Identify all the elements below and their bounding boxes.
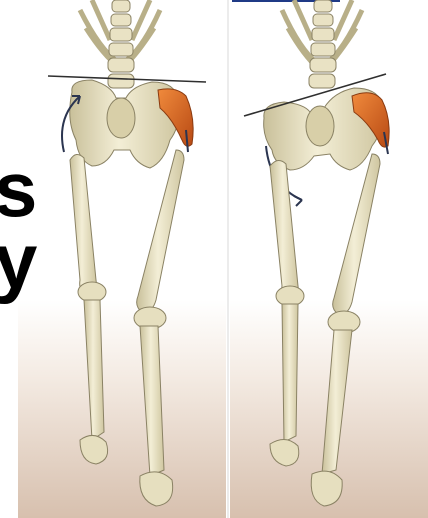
cropped-text-line-2: y [0, 222, 37, 300]
left-femur-l [137, 150, 184, 312]
right-tibia-r [282, 304, 298, 442]
left-knee-r [78, 282, 106, 302]
right-femur-l [333, 154, 380, 314]
left-panel-floor [18, 300, 226, 518]
right-spine [309, 0, 336, 88]
right-femur-r [270, 160, 298, 300]
left-spine [108, 0, 134, 88]
right-knee-r [276, 286, 304, 306]
left-femur-r [70, 154, 96, 294]
